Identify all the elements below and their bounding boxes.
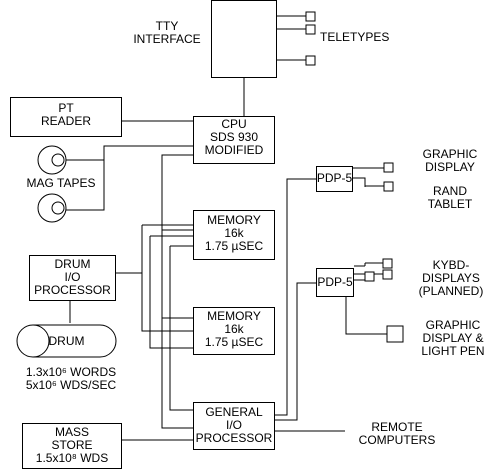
teletype-terminal	[305, 55, 316, 66]
cpu-main-bus	[161, 154, 193, 429]
giop-pdp5-top	[275, 178, 316, 416]
mag-tape-2	[37, 193, 67, 223]
kybd-displays-label: KYBD-DISPLAYS(PLANNED)	[418, 258, 484, 298]
mag-tape-1	[37, 145, 67, 175]
teletypes-label: TELETYPES	[320, 30, 390, 44]
teletype-terminal	[305, 11, 316, 22]
mass-store-box	[22, 423, 122, 469]
light-pen-display-terminal	[386, 325, 404, 343]
rand-tablet-terminal	[383, 181, 394, 192]
pt-reader-box	[10, 97, 122, 137]
pdp5-top-links	[353, 167, 366, 187]
drum-label: DRUM	[48, 334, 85, 348]
magtape-bus	[62, 145, 193, 211]
giop-pdp5-bottom	[275, 282, 316, 421]
drum-shape	[16, 324, 117, 358]
pdp5-bottom-box	[316, 268, 354, 297]
memory-2-box	[193, 307, 275, 355]
tty-teletype-links	[277, 15, 306, 61]
memory-1-box	[193, 210, 275, 260]
pdp5-top-box	[316, 166, 353, 192]
drum-io-links	[116, 224, 193, 411]
kybd-display-terminal	[382, 269, 393, 280]
drum-io-processor-box	[29, 255, 116, 301]
graphic-display-terminal	[383, 162, 394, 173]
cpu-box	[193, 116, 275, 164]
teletype-terminal	[305, 24, 316, 35]
general-io-processor-box	[193, 402, 275, 450]
mag-tapes-label: MAG TAPES	[26, 176, 96, 190]
kybd-display-terminal	[382, 258, 393, 269]
pdp5-bottom-label: PDP-5	[317, 275, 353, 289]
tty-interface-box	[211, 0, 277, 78]
kybd-display-terminal	[364, 271, 375, 282]
pdp5-top-label: PDP-5	[316, 171, 353, 185]
